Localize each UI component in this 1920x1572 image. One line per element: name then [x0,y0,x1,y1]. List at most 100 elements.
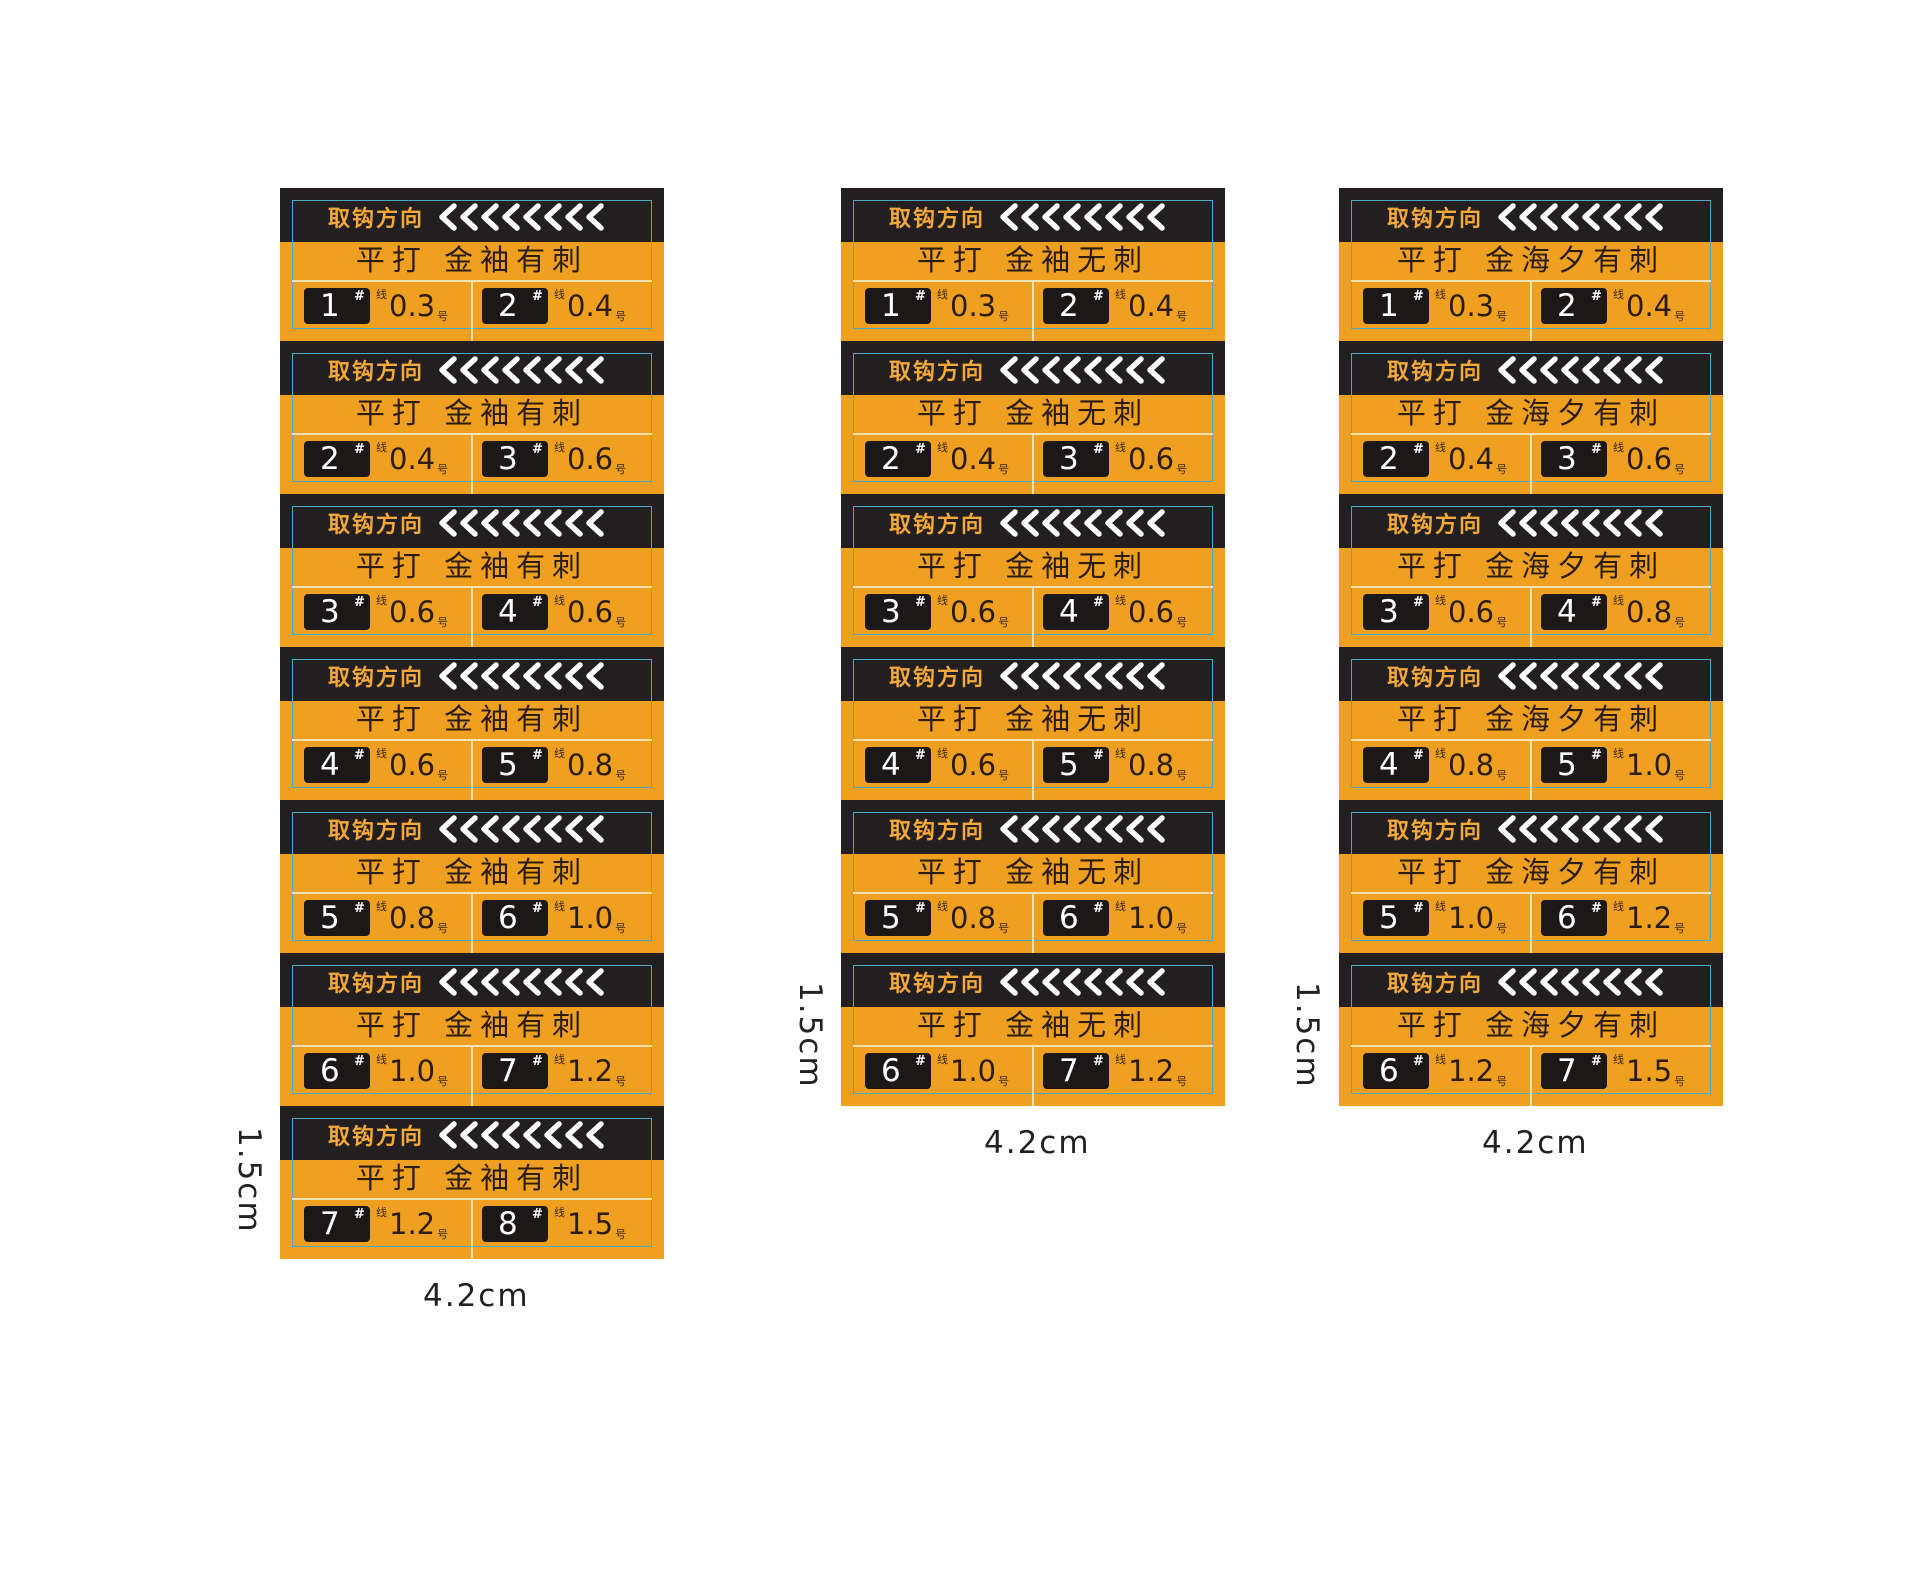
line-size: 1.2 [1128,1054,1175,1088]
left-chevron-arrows-icon [1000,203,1165,231]
direction-row: 取钩方向 [1387,353,1672,387]
left-chevron-arrows-icon [1498,356,1663,384]
direction-arrows [1497,815,1672,843]
hook-number-badge: 2# [482,288,548,324]
left-chevron-arrows-icon [1498,815,1663,843]
size-unit: 号 [437,769,449,782]
top-band [280,188,664,242]
size-unit: 号 [1674,922,1686,935]
line-char: 线 [1613,900,1624,913]
top-band [1339,647,1723,701]
top-band [841,647,1225,701]
direction-arrows [1497,203,1672,231]
left-chevron-arrows-icon [1000,356,1165,384]
hook-number-badge: 3# [482,441,548,477]
hook-number: 3 [1557,441,1577,477]
hook-number-badge: 5# [304,900,370,936]
direction-arrows [999,968,1174,996]
hash-mark: # [1413,289,1424,304]
line-char: 线 [1435,747,1446,760]
direction-text: 取钩方向 [889,666,986,691]
hook-number: 4 [1557,594,1577,630]
product-name: 平打 金袖无刺 [916,549,1150,583]
product-name: 平打 金袖有刺 [355,243,589,277]
left-chevron-arrows-icon [439,509,604,537]
size-unit: 号 [998,310,1010,323]
divider-vertical [471,280,473,341]
direction-row: 取钩方向 [1387,812,1672,846]
size-unit: 号 [998,616,1010,629]
hash-mark: # [1591,442,1602,457]
direction-arrows [438,968,613,996]
left-chevron-arrows-icon [1000,815,1165,843]
line-char: 线 [937,747,948,760]
hash-mark: # [1093,442,1104,457]
size-unit: 号 [615,310,627,323]
direction-text: 取钩方向 [1387,972,1484,997]
hook-number: 3 [498,441,518,477]
hook-number: 5 [1379,900,1399,936]
line-size: 1.2 [567,1054,614,1088]
hook-number: 2 [881,441,901,477]
size-unit: 号 [437,616,449,629]
hook-number: 6 [1557,900,1577,936]
left-chevron-arrows-icon [439,662,604,690]
height-dimension-2: 1.5cm [792,982,828,1089]
hash-mark: # [354,1054,365,1069]
hook-number: 3 [1059,441,1079,477]
hook-number: 2 [498,288,518,324]
size-unit: 号 [1176,769,1188,782]
hash-mark: # [1591,595,1602,610]
line-char: 线 [937,441,948,454]
hash-mark: # [354,901,365,916]
top-band [1339,341,1723,395]
hook-number-badge: 2# [1363,441,1429,477]
line-char: 线 [937,288,948,301]
left-chevron-arrows-icon [1498,968,1663,996]
direction-row: 取钩方向 [1387,506,1672,540]
hook-number: 4 [498,594,518,630]
hash-mark: # [532,442,543,457]
divider-vertical [1530,433,1532,494]
top-band [841,341,1225,395]
size-unit: 号 [1176,1075,1188,1088]
line-size: 0.4 [389,442,436,476]
hook-number-badge: 3# [304,594,370,630]
hook-number-badge: 4# [304,747,370,783]
line-char: 线 [554,1206,565,1219]
direction-row: 取钩方向 [1387,965,1672,999]
divider-vertical [1032,586,1034,647]
hook-number-badge: 6# [1541,900,1607,936]
product-name: 平打 金袖有刺 [355,549,589,583]
hook-number: 4 [320,747,340,783]
size-unit: 号 [998,463,1010,476]
direction-arrows [999,662,1174,690]
hook-number: 7 [498,1053,518,1089]
size-unit: 号 [998,769,1010,782]
hook-number-badge: 2# [1043,288,1109,324]
hook-number: 1 [1379,288,1399,324]
hook-number: 3 [1379,594,1399,630]
line-size: 0.6 [567,442,614,476]
line-size: 0.6 [1626,442,1673,476]
line-size: 1.0 [389,1054,436,1088]
direction-text: 取钩方向 [328,207,425,232]
line-size: 0.8 [1626,595,1673,629]
